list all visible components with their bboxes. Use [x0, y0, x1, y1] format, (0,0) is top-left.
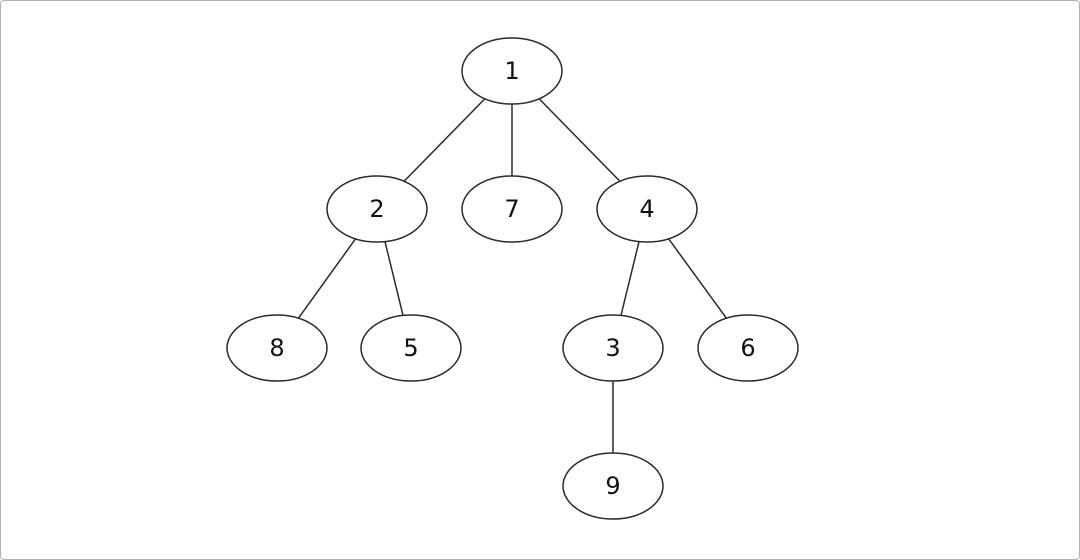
tree-node-8: 8: [226, 314, 328, 382]
tree-node-2: 2: [326, 175, 428, 243]
node-ellipse: [461, 175, 563, 243]
node-ellipse: [596, 175, 698, 243]
edge-2-5: [384, 241, 404, 316]
edge-1-2: [403, 98, 486, 182]
edge-4-3: [620, 241, 640, 316]
node-ellipse: [562, 314, 664, 382]
tree-node-4: 4: [596, 175, 698, 243]
node-ellipse: [326, 175, 428, 243]
edge-2-8: [297, 238, 357, 319]
edges-layer: [297, 98, 727, 453]
tree-node-7: 7: [461, 175, 563, 243]
node-label: 5: [403, 334, 418, 362]
nodes-layer: 1 2 7 4 8 5 3 6 9: [226, 37, 799, 520]
node-ellipse: [226, 314, 328, 382]
edge-1-4: [538, 98, 621, 182]
node-ellipse: [562, 452, 664, 520]
tree-node-6: 6: [697, 314, 799, 382]
tree-node-1: 1: [461, 37, 563, 105]
edge-4-6: [668, 238, 727, 319]
node-label: 7: [504, 195, 519, 223]
node-label: 4: [639, 195, 654, 223]
node-label: 8: [269, 334, 284, 362]
node-label: 1: [504, 57, 519, 85]
node-ellipse: [461, 37, 563, 105]
node-label: 9: [605, 472, 620, 500]
tree-node-5: 5: [360, 314, 462, 382]
tree-node-9: 9: [562, 452, 664, 520]
tree-node-3: 3: [562, 314, 664, 382]
node-ellipse: [697, 314, 799, 382]
node-label: 3: [605, 334, 620, 362]
node-label: 6: [740, 334, 755, 362]
node-ellipse: [360, 314, 462, 382]
node-label: 2: [369, 195, 384, 223]
